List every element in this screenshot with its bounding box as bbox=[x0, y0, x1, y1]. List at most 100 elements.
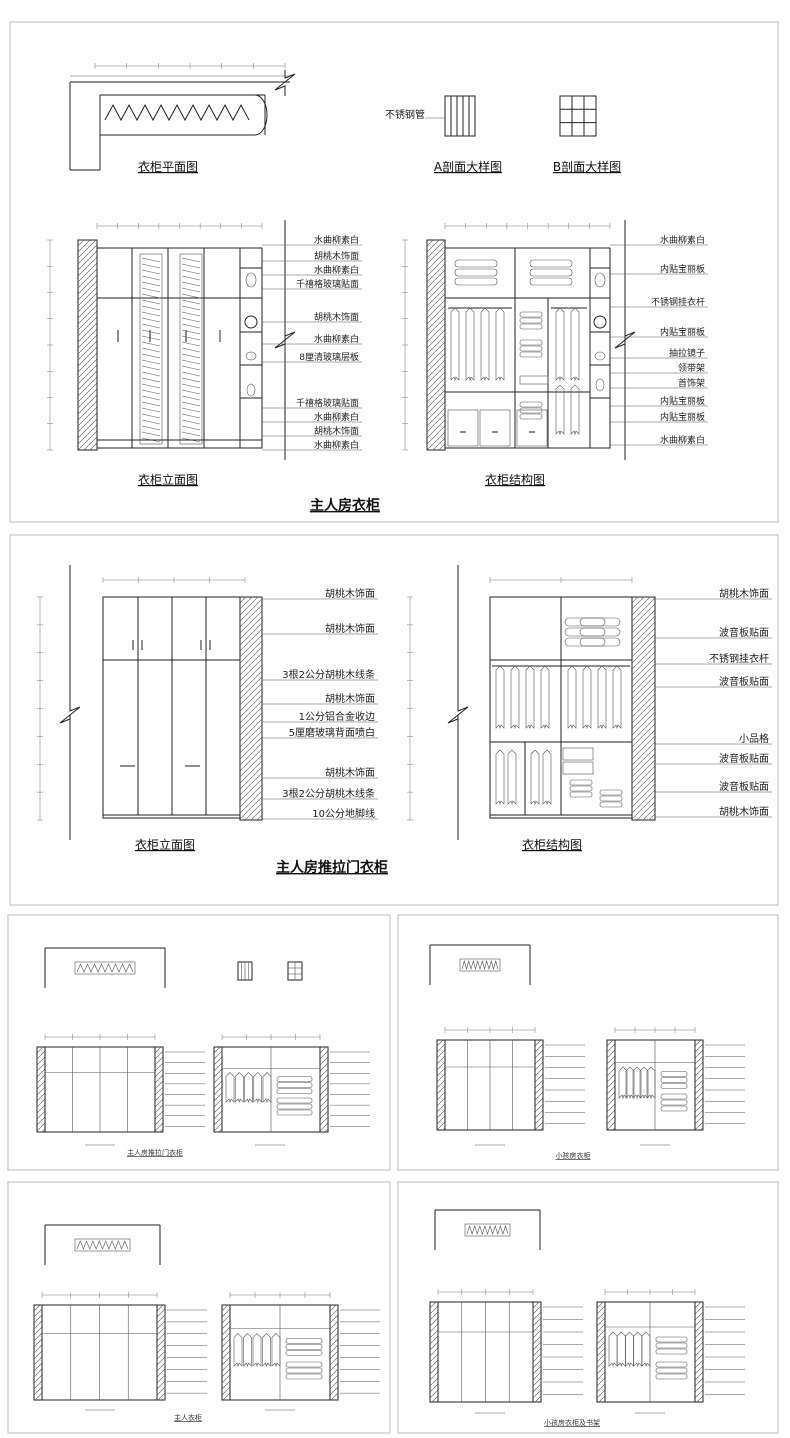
plan-hangers-zigzag bbox=[104, 103, 250, 122]
hatch-line bbox=[430, 1347, 438, 1357]
break-line bbox=[274, 70, 296, 96]
glass-pattern bbox=[141, 383, 161, 389]
hatch-line bbox=[597, 1305, 605, 1315]
hatch-line bbox=[78, 268, 97, 289]
hatch-line bbox=[632, 717, 655, 742]
folded-clothes-icon bbox=[579, 617, 621, 627]
hatch-line bbox=[437, 1073, 445, 1083]
hatch-line bbox=[214, 1062, 222, 1072]
hatch-line bbox=[157, 1332, 165, 1342]
hatch-line bbox=[597, 1329, 605, 1339]
hatch-line bbox=[607, 1073, 615, 1083]
hatch-line bbox=[240, 772, 262, 796]
folded-clothes-icon bbox=[519, 401, 543, 408]
hatch-line bbox=[607, 1061, 615, 1071]
hatch-line bbox=[222, 1314, 230, 1324]
vase-icon bbox=[245, 272, 257, 288]
hatch-line bbox=[320, 1047, 327, 1054]
hatch-line bbox=[427, 413, 445, 433]
hatch-line bbox=[535, 1109, 543, 1119]
hatch-line bbox=[597, 1335, 605, 1345]
hanging-clothes-icon bbox=[252, 1333, 262, 1367]
hatch-line bbox=[632, 753, 655, 778]
hatch-line bbox=[597, 1353, 605, 1363]
folded-clothes-icon bbox=[276, 1103, 313, 1110]
folded-clothes-icon bbox=[660, 1105, 688, 1112]
hatch-line bbox=[437, 1079, 445, 1089]
folded-clothes-icon bbox=[655, 1336, 688, 1343]
hatch-line bbox=[78, 406, 97, 427]
hatch-line bbox=[607, 1103, 615, 1113]
hatch-line bbox=[240, 784, 262, 808]
hatch-line bbox=[155, 1104, 163, 1114]
hanging-clothes-icon bbox=[570, 384, 580, 435]
hatch-line bbox=[427, 407, 445, 427]
hatch-line bbox=[320, 1074, 328, 1084]
hatch-line bbox=[535, 1085, 543, 1095]
hatch-line bbox=[437, 1121, 445, 1130]
hanging-clothes-icon bbox=[495, 665, 505, 729]
hatch-line bbox=[430, 1353, 438, 1363]
hatch-line bbox=[37, 1110, 45, 1120]
hatch-line bbox=[427, 240, 445, 259]
hatch-line bbox=[636, 801, 655, 820]
hatch-line bbox=[214, 1092, 222, 1102]
hatch-line bbox=[155, 1062, 163, 1072]
glass-pattern bbox=[181, 293, 201, 299]
hatch-line bbox=[442, 1127, 445, 1130]
hatch-line bbox=[78, 394, 97, 415]
folded-clothes-icon bbox=[599, 789, 623, 796]
hatch-line bbox=[222, 1326, 230, 1336]
hatch-line bbox=[607, 1055, 615, 1065]
drawer bbox=[516, 409, 548, 447]
structure-label: 领带架 bbox=[678, 362, 705, 374]
rect bbox=[444, 95, 476, 137]
hatch-line bbox=[695, 1067, 703, 1077]
hatch-line bbox=[695, 1359, 703, 1369]
hatch-line bbox=[222, 1350, 230, 1360]
hatch-line bbox=[427, 287, 445, 307]
hatch-line bbox=[632, 597, 645, 610]
hatch-line bbox=[214, 1098, 222, 1108]
hatch-line bbox=[157, 1305, 164, 1312]
sheet2-elevation-label: 3根2公分胡桃木线条 bbox=[282, 668, 375, 681]
hatch-line bbox=[240, 712, 262, 736]
elevation-label: 水曲柳素白 bbox=[314, 333, 359, 345]
folded-clothes-icon bbox=[276, 1109, 313, 1116]
glass-pattern bbox=[141, 335, 161, 341]
hatch-line bbox=[427, 240, 434, 247]
thumb2-title: 小孩房衣柜 bbox=[556, 1151, 591, 1160]
structure-label: 不锈钢挂衣杆 bbox=[651, 296, 705, 308]
glass-pattern bbox=[141, 425, 161, 431]
sheet2-elevation-label: 胡桃木饰面 bbox=[325, 766, 375, 779]
folded-clothes-icon bbox=[569, 779, 593, 786]
wall-section bbox=[631, 596, 656, 821]
hatch-line bbox=[607, 1085, 615, 1095]
hatch-line bbox=[155, 1092, 163, 1102]
hatch-line bbox=[534, 1395, 541, 1402]
hatch-line bbox=[78, 328, 97, 349]
folded-clothes-icon bbox=[285, 1337, 323, 1344]
hatch-line bbox=[330, 1338, 338, 1348]
hatch-line bbox=[155, 1122, 163, 1132]
hatch-line bbox=[427, 293, 445, 313]
sheet2-elevation-label: 1公分铝合金收边 bbox=[299, 710, 375, 723]
hatch-line bbox=[437, 1061, 445, 1071]
sheet2-structure-label: 胡桃木饰面 bbox=[719, 805, 769, 818]
hatch-line bbox=[427, 353, 445, 373]
hatch-line bbox=[157, 1362, 165, 1372]
wall-hatch bbox=[695, 1040, 703, 1130]
glass-pattern bbox=[181, 311, 201, 317]
hatch-line bbox=[535, 1043, 543, 1053]
hatch-line bbox=[430, 1371, 438, 1381]
hatch-line bbox=[330, 1392, 338, 1400]
sheet2-structure-label: 波音板贴面 bbox=[719, 752, 769, 765]
folded-clothes-icon bbox=[454, 268, 498, 277]
hatch-line bbox=[157, 1314, 165, 1324]
sheet2-elevation-label: 5厘磨玻璃背面喷白 bbox=[289, 726, 375, 739]
folded-clothes-icon bbox=[579, 627, 621, 637]
hatch-line bbox=[695, 1073, 703, 1083]
hatch-line bbox=[34, 1326, 42, 1336]
hatch-line bbox=[37, 1092, 45, 1102]
wall-hatch bbox=[320, 1047, 328, 1132]
